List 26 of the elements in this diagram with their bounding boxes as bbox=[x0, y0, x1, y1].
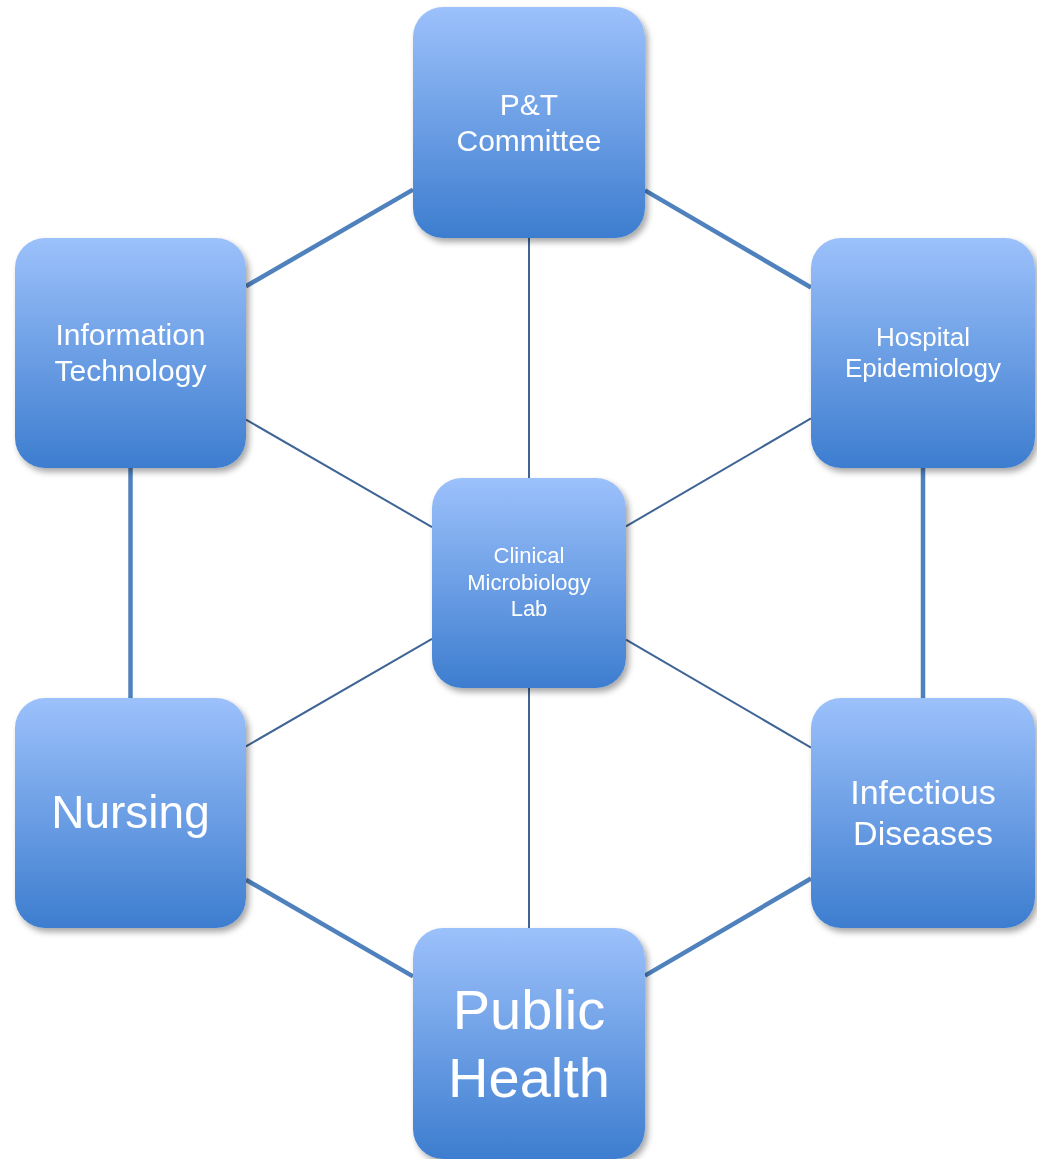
node-label: Nursing bbox=[50, 785, 211, 841]
node-label: P&T Committee bbox=[455, 86, 603, 159]
connector-line bbox=[625, 638, 812, 749]
rounded-box bbox=[432, 478, 626, 688]
connector-line bbox=[625, 417, 812, 528]
connector-line bbox=[643, 188, 813, 290]
connector-line bbox=[245, 638, 433, 748]
connector-line bbox=[920, 468, 926, 698]
connector-line bbox=[528, 237, 530, 479]
node-label: Public Health bbox=[447, 977, 611, 1111]
connector-line bbox=[128, 468, 133, 698]
rounded-box bbox=[811, 238, 1035, 468]
connector-line bbox=[244, 877, 415, 979]
rounded-box bbox=[15, 698, 246, 928]
node-label: Information Technology bbox=[53, 317, 208, 389]
connector-line bbox=[244, 187, 415, 289]
connector-line bbox=[245, 418, 433, 528]
node-label: Infectious Diseases bbox=[849, 772, 997, 854]
connector-line bbox=[528, 687, 530, 929]
node-label: Clinical Microbiology Lab bbox=[466, 543, 592, 623]
connector-line bbox=[643, 876, 813, 978]
rounded-box bbox=[15, 238, 246, 468]
rounded-box bbox=[413, 7, 645, 238]
rounded-box bbox=[811, 698, 1035, 928]
rounded-box bbox=[413, 928, 645, 1159]
node-label: Hospital Epidemiology bbox=[843, 321, 1003, 385]
